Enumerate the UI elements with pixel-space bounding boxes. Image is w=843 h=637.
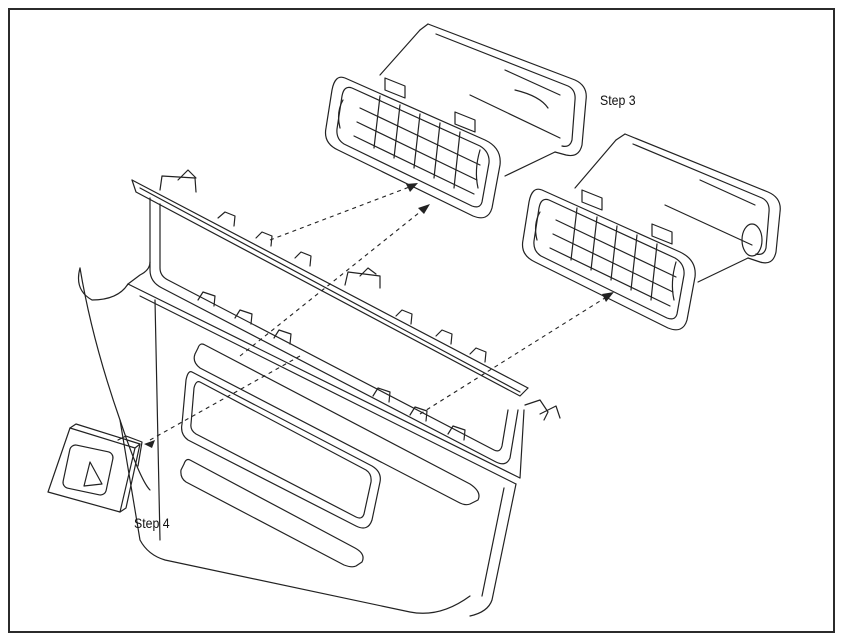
assembly-arrows xyxy=(149,185,609,441)
arrowhead-switch xyxy=(144,440,155,448)
arrow-line-upper-vent-2 xyxy=(239,207,426,357)
arrow-line-switch xyxy=(149,355,301,441)
arrowhead-upper xyxy=(406,183,418,192)
arrowhead-lower xyxy=(602,292,614,302)
step-3-label: Step 3 xyxy=(600,92,636,108)
triangle-icon xyxy=(83,461,103,487)
arrowhead-upper-2 xyxy=(418,204,430,214)
air-vent-upper xyxy=(324,23,587,219)
hazard-switch xyxy=(47,423,143,513)
air-vent-lower xyxy=(521,133,781,331)
arrow-line-lower-vent xyxy=(419,295,609,415)
center-fascia-panel xyxy=(77,169,561,617)
step-4-label: Step 4 xyxy=(134,515,170,531)
arrow-line-upper-vent xyxy=(269,185,413,241)
